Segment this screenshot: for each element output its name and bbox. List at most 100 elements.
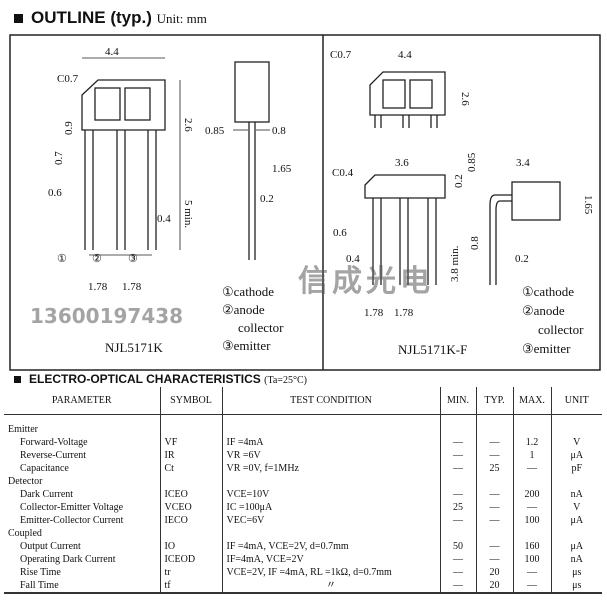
empty-cell bbox=[439, 475, 476, 488]
label: ② bbox=[92, 253, 102, 265]
empty-cell bbox=[475, 475, 513, 488]
cell-typ: 20 bbox=[475, 579, 513, 594]
cell-u: pF bbox=[550, 462, 602, 475]
table-group-row: Detector bbox=[4, 475, 602, 488]
cell-t: VCE=2V, IF =4mA, RL =1kΩ, d=0.7mm bbox=[221, 566, 440, 579]
label: 0.85 bbox=[466, 152, 478, 172]
label: cathode bbox=[534, 284, 575, 299]
cell-u: V bbox=[550, 501, 602, 514]
cell-s: VCEO bbox=[159, 501, 222, 514]
cell-t: VEC=6V bbox=[221, 514, 440, 527]
label: 1.78 bbox=[394, 307, 414, 319]
cell-typ: 20 bbox=[475, 566, 513, 579]
table-group-row: Coupled bbox=[4, 527, 602, 540]
empty-cell bbox=[159, 423, 222, 436]
cell-u: μs bbox=[550, 579, 602, 594]
group-label: Detector bbox=[8, 476, 43, 487]
cell-s: IECO bbox=[159, 514, 222, 527]
label: 3.4 bbox=[516, 157, 530, 169]
empty-cell bbox=[439, 423, 476, 436]
label: ① bbox=[522, 284, 534, 299]
cell-typ: — bbox=[475, 540, 513, 553]
cell-t: 〃 bbox=[221, 579, 440, 594]
outline-title: OUTLINE (typ.) bbox=[31, 8, 152, 27]
label: 0.6 bbox=[48, 187, 62, 199]
empty-cell bbox=[550, 527, 602, 540]
empty-cell bbox=[550, 475, 602, 488]
label: ③ bbox=[128, 253, 138, 265]
label: 1.78 bbox=[88, 281, 108, 293]
characteristics-condition: (Ta=25°C) bbox=[264, 375, 307, 386]
cell-max: — bbox=[512, 462, 551, 475]
empty-cell bbox=[550, 423, 602, 436]
cell-max: 1.2 bbox=[512, 436, 551, 449]
svg-text:③emitter: ③emitter bbox=[222, 338, 271, 353]
right-part-number: NJL5171K-F bbox=[398, 342, 467, 357]
cell-s: ICEO bbox=[159, 488, 222, 501]
label: 0.2 bbox=[515, 253, 529, 265]
svg-text:③emitter: ③emitter bbox=[522, 341, 571, 356]
cell-typ: — bbox=[475, 501, 513, 514]
column-header: MIN. bbox=[439, 387, 476, 415]
cell-p: Fall Time bbox=[4, 579, 160, 594]
cell-max: 200 bbox=[512, 488, 551, 501]
cell-min: 25 bbox=[439, 501, 476, 514]
label: ③ bbox=[222, 338, 234, 353]
label: 0.9 bbox=[63, 121, 75, 135]
characteristics-heading: ELECTRO-OPTICAL CHARACTERISTICS (Ta=25°C… bbox=[14, 372, 307, 386]
cell-max: — bbox=[512, 579, 551, 594]
svg-text:②anode: ②anode bbox=[522, 303, 565, 318]
cell-p: Dark Current bbox=[20, 489, 74, 500]
group-label: Coupled bbox=[8, 528, 42, 539]
outline-unit: Unit: mm bbox=[156, 11, 207, 26]
cell-p: Emitter-Collector Current bbox=[20, 515, 124, 526]
label: 5 min. bbox=[182, 200, 194, 228]
outline-heading: OUTLINE (typ.) Unit: mm bbox=[14, 8, 207, 28]
svg-text:①cathode: ①cathode bbox=[222, 284, 274, 299]
label: ② bbox=[222, 302, 234, 317]
bullet-icon bbox=[14, 376, 21, 384]
label: emitter bbox=[234, 338, 271, 353]
cell-s: VF bbox=[159, 436, 222, 449]
watermark-text: 信成光电 bbox=[298, 264, 434, 299]
cell-max: 100 bbox=[512, 553, 551, 566]
label: 0.2 bbox=[260, 193, 274, 205]
spacer-row bbox=[4, 414, 602, 423]
svg-text:②anode: ②anode bbox=[222, 302, 265, 317]
cell-u: μs bbox=[550, 566, 602, 579]
empty-cell bbox=[475, 423, 513, 436]
cell-s: IR bbox=[159, 449, 222, 462]
cell-min: 50 bbox=[439, 540, 476, 553]
cell-typ: — bbox=[475, 514, 513, 527]
cell-typ: 25 bbox=[475, 462, 513, 475]
empty-cell bbox=[159, 527, 222, 540]
cell-u: nA bbox=[550, 553, 602, 566]
cell-t: VR =0V, f=1MHz bbox=[221, 462, 440, 475]
label: anode bbox=[534, 303, 565, 318]
column-header: PARAMETER bbox=[4, 387, 160, 415]
bullet-icon bbox=[14, 14, 23, 24]
cell-p: Rise Time bbox=[20, 567, 61, 578]
label: ① bbox=[57, 253, 67, 265]
label: collector bbox=[238, 320, 284, 335]
label: emitter bbox=[534, 341, 571, 356]
label: 1.65 bbox=[582, 195, 594, 215]
cell-max: 100 bbox=[512, 514, 551, 527]
svg-text:①cathode: ①cathode bbox=[522, 284, 574, 299]
empty-cell bbox=[221, 475, 440, 488]
label: 0.4 bbox=[157, 213, 171, 225]
column-header: SYMBOL bbox=[159, 387, 222, 415]
label: ① bbox=[222, 284, 234, 299]
cell-typ: — bbox=[475, 449, 513, 462]
empty-cell bbox=[475, 527, 513, 540]
cell-u: μA bbox=[550, 540, 602, 553]
cell-min: — bbox=[439, 579, 476, 594]
cell-p: Collector-Emitter Voltage bbox=[20, 502, 124, 513]
label: 0.85 bbox=[205, 125, 225, 137]
